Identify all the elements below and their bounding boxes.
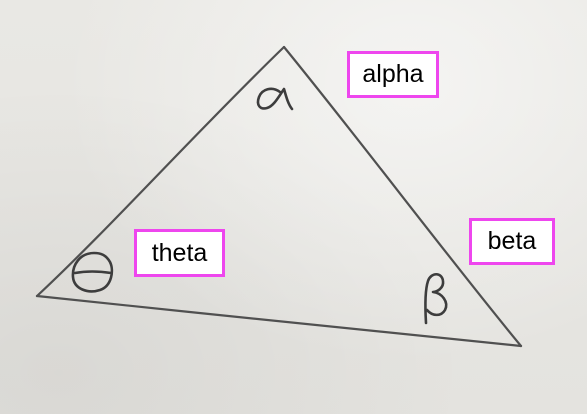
beta-symbol — [424, 272, 448, 325]
angle-label-alpha: alpha — [347, 51, 439, 98]
angle-label-theta: theta — [134, 229, 225, 277]
edge-right — [282, 45, 523, 348]
theta-symbol — [71, 251, 114, 293]
angle-label-theta-text: theta — [151, 238, 208, 267]
theta-crossbar — [73, 270, 113, 275]
angle-label-beta-text: beta — [487, 227, 537, 255]
alpha-symbol — [256, 87, 294, 111]
angle-label-beta: beta — [469, 218, 555, 265]
angle-label-alpha-text: alpha — [362, 60, 424, 88]
edge-left — [35, 45, 286, 298]
edge-bottom — [35, 294, 523, 348]
